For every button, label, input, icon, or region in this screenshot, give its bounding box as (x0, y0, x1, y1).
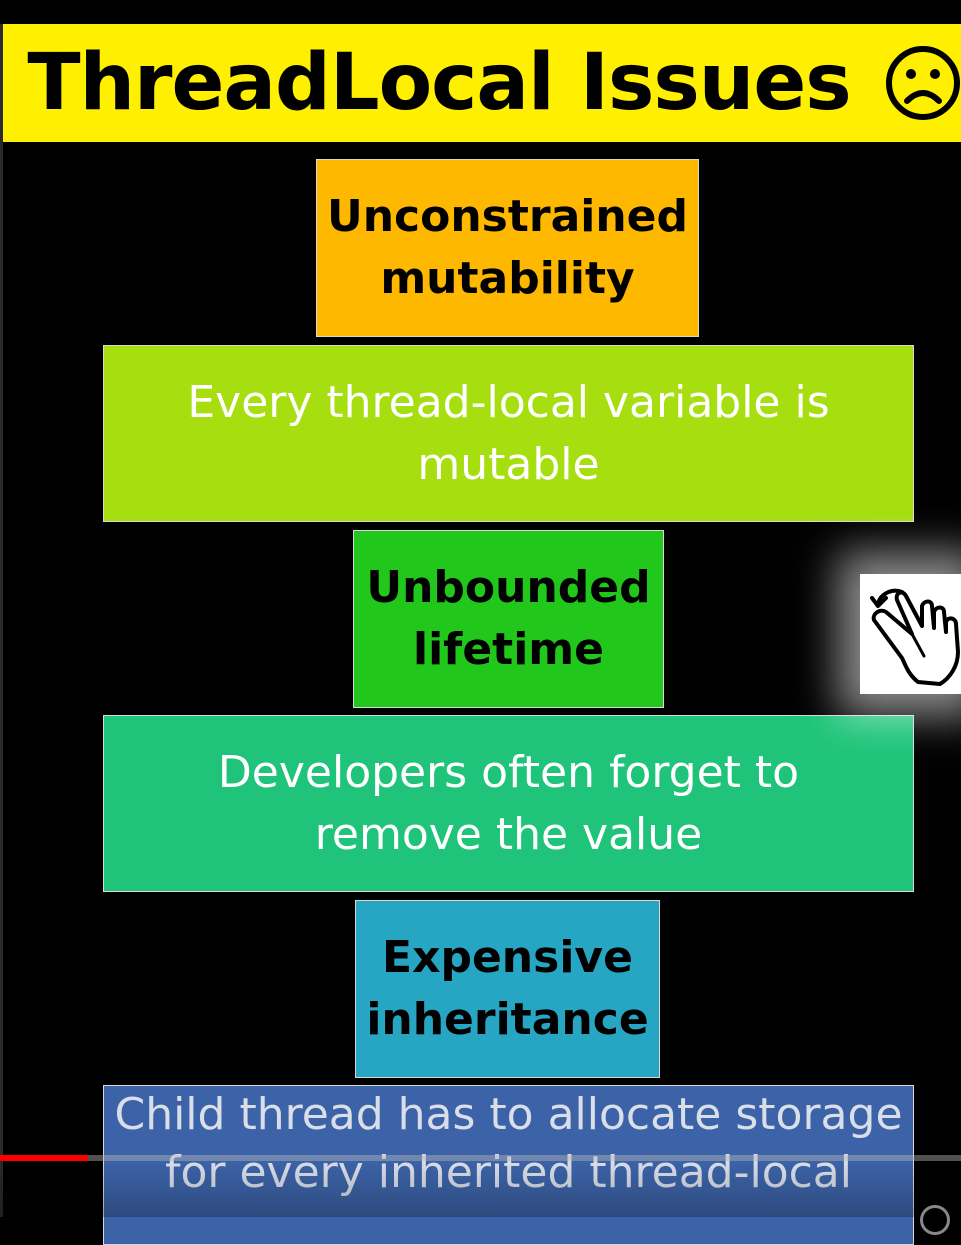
issue-description-text: Every thread-local variable is mutable (187, 376, 830, 490)
issue-heading-lifetime: Unbounded lifetime (353, 530, 664, 708)
slide-title: ThreadLocal Issues (27, 38, 851, 128)
scrubber-handle[interactable] (920, 1205, 950, 1235)
issue-heading-text: Expensive inheritance (366, 932, 649, 1045)
left-edge (0, 24, 3, 1217)
issue-heading-mutability: Unconstrained mutability (316, 159, 699, 337)
hand-swipe-icon[interactable] (862, 578, 961, 690)
issue-heading-inheritance: Expensive inheritance (355, 900, 660, 1078)
issue-description-lifetime: Developers often forget to remove the va… (103, 715, 914, 892)
issue-heading-text: Unbounded lifetime (366, 562, 651, 675)
top-strip (0, 0, 961, 24)
issue-description-mutability: Every thread-local variable is mutable (103, 345, 914, 522)
title-banner: ThreadLocal Issues (3, 24, 961, 142)
sad-face-icon (885, 46, 960, 120)
video-progress-track[interactable] (0, 1155, 961, 1161)
issue-heading-text: Unconstrained mutability (326, 191, 689, 304)
issue-description-text: Child thread has to allocate storage for… (114, 1089, 903, 1198)
issue-description-text: Developers often forget to remove the va… (217, 746, 800, 860)
issue-description-inheritance: Child thread has to allocate storage for… (103, 1085, 914, 1245)
video-progress-played[interactable] (0, 1155, 89, 1161)
